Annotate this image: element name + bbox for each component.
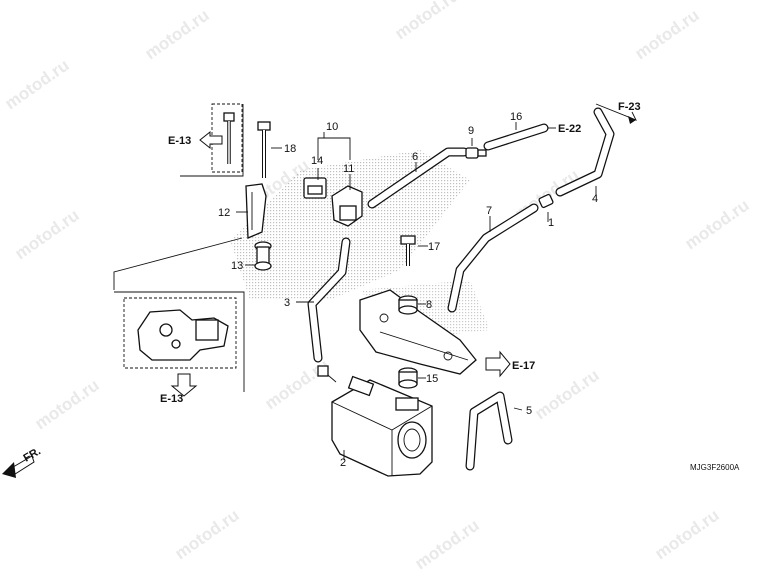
watermark: motod.ru — [31, 375, 102, 433]
ref-labels: E-13 E-13 E-22 E-17 F-23 FR. MJG3F2600A — [22, 101, 741, 472]
arrow-e13-bottom — [170, 373, 198, 397]
leader-lines — [296, 122, 597, 411]
watermark: motod.ru — [681, 195, 752, 253]
callout-7: 7 — [486, 205, 492, 217]
watermark: motod.ru — [1, 55, 72, 113]
watermark: motod.ru — [411, 515, 482, 573]
bolt-frame — [180, 103, 244, 177]
callout-18: 18 — [284, 143, 296, 155]
watermark: motod.ru — [261, 355, 332, 413]
callout-17: 17 — [428, 241, 440, 253]
callout-8: 8 — [426, 299, 432, 311]
front-label: FR. — [22, 445, 43, 464]
callout-14: 14 — [311, 155, 323, 167]
joint-9 — [465, 138, 487, 159]
callout-12: 12 — [218, 207, 230, 219]
bolt-17 — [400, 235, 428, 266]
callout-3: 3 — [284, 297, 290, 309]
ref-e22: E-22 — [558, 123, 581, 135]
ref-f23: F-23 — [618, 101, 641, 113]
callout-16: 16 — [510, 111, 522, 123]
callout-4: 4 — [592, 193, 598, 205]
collar-8 — [398, 295, 426, 315]
watermark: motod.ru — [531, 365, 602, 423]
watermark: motod.ru — [391, 0, 462, 43]
watermark: motod.ru — [171, 505, 242, 563]
callout-9: 9 — [468, 125, 474, 137]
ref-e13-bottom: E-13 — [160, 393, 183, 405]
callout-1: 1 — [548, 217, 554, 229]
callout-13: 13 — [231, 260, 243, 272]
watermark: motod.ru — [141, 5, 212, 63]
canister-2 — [317, 365, 433, 477]
callout-6: 6 — [412, 151, 418, 163]
arrow-e13-top — [199, 130, 223, 150]
callout-11: 11 — [343, 163, 354, 175]
ref-arrows — [2, 103, 637, 478]
rubber-15 — [398, 367, 426, 389]
bracket-12 — [236, 183, 267, 239]
watermark: motod.ru — [11, 205, 82, 263]
solenoid-valve — [303, 132, 363, 227]
drawing-code: MJG3F2600A — [690, 463, 740, 472]
grommet-13 — [245, 241, 272, 271]
bolt-18 — [257, 121, 282, 178]
watermark: motod.ru — [651, 505, 722, 563]
watermark: motod.ru — [631, 5, 702, 63]
callouts: 1 2 3 4 5 6 7 8 9 10 11 12 13 14 15 16 1… — [218, 111, 598, 469]
callout-10: 10 — [326, 121, 338, 133]
hoses — [307, 107, 615, 471]
arrow-e17 — [485, 350, 511, 378]
joint-1 — [538, 193, 554, 222]
ref-e13-top: E-13 — [168, 135, 191, 147]
detail-box — [113, 237, 245, 392]
callout-2: 2 — [340, 457, 346, 469]
callout-5: 5 — [526, 405, 532, 417]
ref-e17: E-17 — [512, 360, 535, 372]
front-arrow-head — [2, 462, 16, 478]
callout-15: 15 — [426, 373, 438, 385]
